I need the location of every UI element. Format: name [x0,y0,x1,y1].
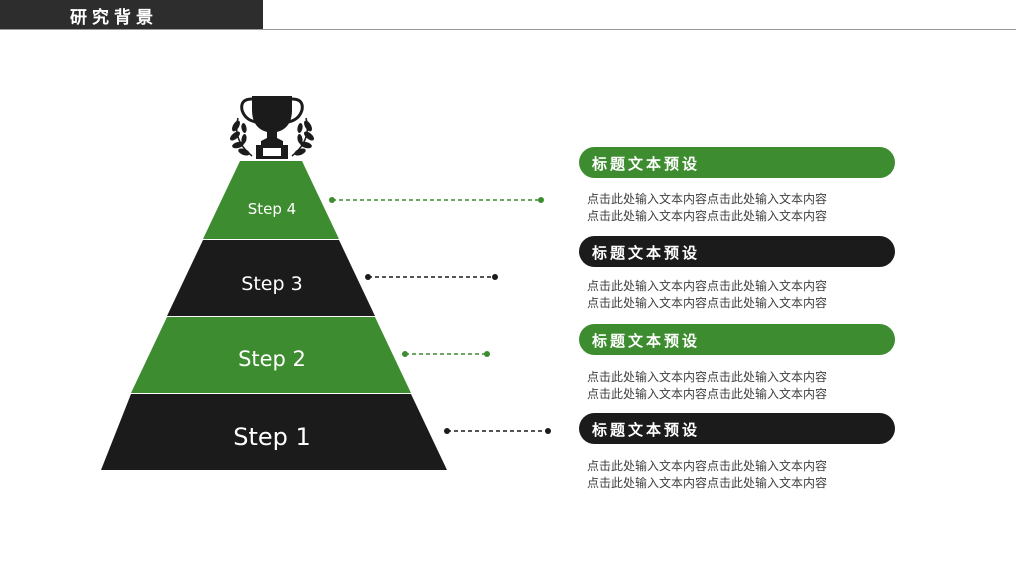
connector-step-2 [402,351,490,357]
pyramid-layer-step-3 [167,240,375,316]
item-2-line-2: 点击此处输入文本内容点击此处输入文本内容 [587,296,828,310]
trophy-with-laurel-icon [230,96,314,159]
step-2-label: Step 2 [238,347,306,371]
pyramid-layer-step-1 [101,394,447,470]
step-4-label: Step 4 [248,200,296,218]
item-4-title-pill: 标题文本预设 [579,413,895,444]
item-1-title-pill: 标题文本预设 [579,147,895,178]
item-4-description: 点击此处输入文本内容点击此处输入文本内容 点击此处输入文本内容点击此处输入文本内… [587,458,867,492]
item-4-line-1: 点击此处输入文本内容点击此处输入文本内容 [587,459,828,473]
item-2-title: 标题文本预设 [592,244,701,262]
item-4-title: 标题文本预设 [592,421,701,439]
item-1-line-2: 点击此处输入文本内容点击此处输入文本内容 [587,209,828,223]
item-3-description: 点击此处输入文本内容点击此处输入文本内容 点击此处输入文本内容点击此处输入文本内… [587,369,867,403]
item-3-line-2: 点击此处输入文本内容点击此处输入文本内容 [587,387,828,401]
page-title: 研究背景 [70,8,158,28]
item-1-line-1: 点击此处输入文本内容点击此处输入文本内容 [587,192,828,206]
step-3-label: Step 3 [241,273,302,295]
item-1-title: 标题文本预设 [592,155,701,173]
item-3-title-pill: 标题文本预设 [579,324,895,355]
item-2-title-pill: 标题文本预设 [579,236,895,267]
pyramid-layer-step-4 [203,161,339,239]
item-1-description: 点击此处输入文本内容点击此处输入文本内容 点击此处输入文本内容点击此处输入文本内… [587,191,867,225]
header-divider [0,29,1016,30]
item-2-line-1: 点击此处输入文本内容点击此处输入文本内容 [587,279,828,293]
connector-step-1 [444,428,551,434]
header-bar [0,0,263,29]
item-3-title: 标题文本预设 [592,332,701,350]
item-4-line-2: 点击此处输入文本内容点击此处输入文本内容 [587,476,828,490]
connector-step-3 [365,274,498,280]
item-2-description: 点击此处输入文本内容点击此处输入文本内容 点击此处输入文本内容点击此处输入文本内… [587,278,867,312]
step-1-label: Step 1 [233,423,311,451]
item-3-line-1: 点击此处输入文本内容点击此处输入文本内容 [587,370,828,384]
pyramid-layer-step-2 [131,317,411,393]
connector-step-4 [329,197,544,203]
